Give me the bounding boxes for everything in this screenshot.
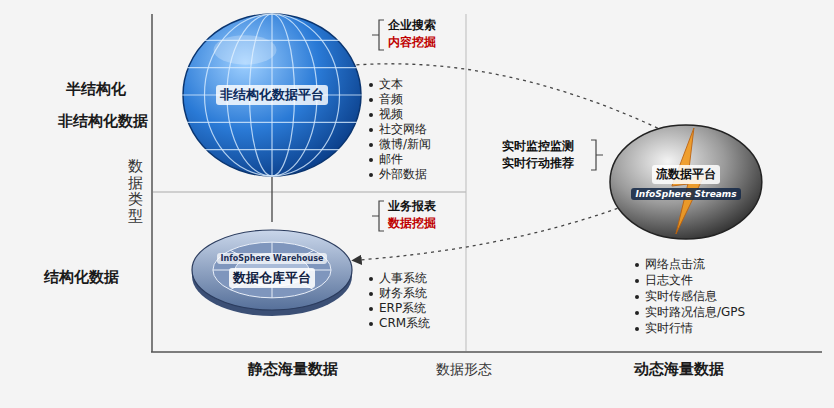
list-item: 视频 <box>368 106 403 123</box>
callout-text: 实时监控监测 <box>502 138 574 155</box>
list-item: 实时传感信息 <box>634 288 717 305</box>
list-item: CRM系统 <box>368 315 430 332</box>
node-text: 流数据平台 <box>652 165 720 184</box>
connector <box>352 208 617 260</box>
list-item: 财务系统 <box>368 285 427 302</box>
quadrant-line <box>153 192 466 193</box>
axis-label: 结构化数据 <box>44 268 119 287</box>
callout-text: 内容挖掘 <box>388 34 436 51</box>
axis-label: 静态海量数据 <box>248 360 338 379</box>
connector <box>271 177 272 222</box>
callout-text: 数据挖掘 <box>388 215 436 232</box>
callout-text: 企业搜索 <box>388 17 436 34</box>
list-item: 外部数据 <box>368 166 427 183</box>
bracket <box>372 201 384 231</box>
axis-label: 非结构化数据 <box>58 112 148 131</box>
node-text: InfoSphere Warehouse <box>217 253 328 264</box>
callout-text: 业务报表 <box>388 198 436 215</box>
node-text: 非结构化数据平台 <box>216 85 328 105</box>
list-item: 邮件 <box>368 151 403 168</box>
list-item: ERP系统 <box>368 300 426 317</box>
bracket <box>591 140 603 170</box>
list-item: 微博/新闻 <box>368 136 431 153</box>
stream-node: 流数据平台 InfoSphere Streams <box>609 124 763 240</box>
axis-label: 数据类型 <box>128 158 143 224</box>
y-axis <box>151 14 153 352</box>
axis-label: 数据形态 <box>436 361 492 379</box>
list-item: 日志文件 <box>634 272 693 289</box>
node-text: 数据仓库平台 <box>229 268 315 288</box>
quadrant-line <box>466 14 467 351</box>
list-item: 社交网络 <box>368 121 427 138</box>
bracket <box>372 20 384 50</box>
list-item: 音频 <box>368 91 403 108</box>
node-text: InfoSphere Streams <box>631 188 740 200</box>
connector <box>356 64 658 128</box>
list-item: 实时行情 <box>634 320 693 337</box>
axis-label: 半结构化 <box>66 80 126 99</box>
axis-label: 动态海量数据 <box>634 360 724 379</box>
list-item: 文本 <box>368 76 403 93</box>
globe-node: 非结构化数据平台 <box>182 13 362 177</box>
x-axis <box>151 351 822 353</box>
disk-node: InfoSphere Warehouse 数据仓库平台 <box>190 222 354 318</box>
callout-text: 实时行动推荐 <box>502 155 574 172</box>
list-item: 人事系统 <box>368 270 427 287</box>
list-item: 实时路况信息/GPS <box>634 304 745 321</box>
list-item: 网络点击流 <box>634 256 705 273</box>
